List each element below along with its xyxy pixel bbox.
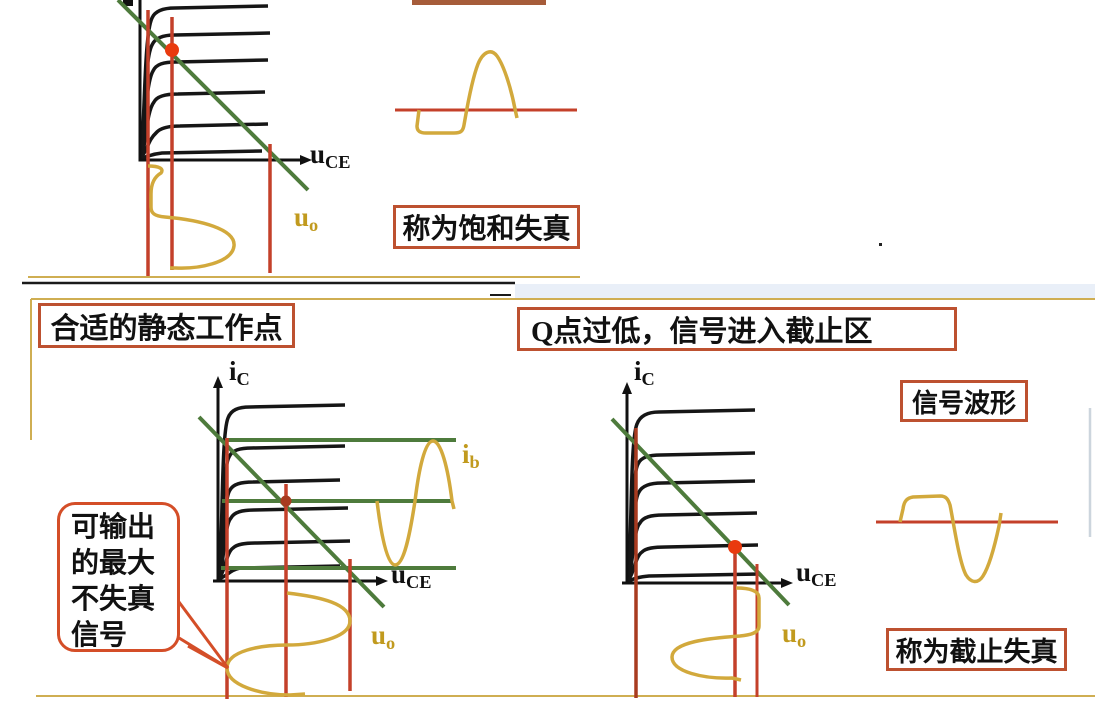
br-load-line [610,417,791,607]
top-uce-axis-label: uCE [310,139,351,173]
bottom-right-title-box: Q点过低，信号进入截止区 [517,307,957,351]
x-axis-arrow [781,578,793,588]
bottom-left-diagram [165,376,456,699]
saturation-distortion-label: 称为饱和失真 [402,214,571,245]
br-uce-axis-label: uCE [796,557,837,591]
bottom-right-diagram [610,382,793,698]
bl-ic-axis-label: iC [229,356,250,390]
y-axis-arrow [213,376,223,388]
callout-line: 可输出 [71,512,156,543]
x-axis-arrow [376,576,388,586]
br-ic-axis-label: iC [634,356,655,390]
br-output-waveform [670,586,761,682]
saturation-waveform-inset [395,50,577,135]
cutoff-distortion-box: 称为截止失真 [886,628,1067,671]
bl-output-waveform [225,591,352,697]
saturation-distortion-box: 称为饱和失真 [393,205,580,249]
bl-q-point [280,495,292,507]
cropped-text-box-edge [412,0,546,5]
top-q-point [165,43,179,57]
callout-line: 的最大 [71,548,156,579]
br-swing-lines [634,428,759,698]
max-undistorted-signal-callout: 可输出 的最大 不失真 信号 [57,502,180,652]
callout-line: 信号 [71,620,128,651]
cutoff-distortion-label: 称为截止失真 [895,637,1058,667]
bl-uce-axis-label: uCE [391,559,432,593]
br-characteristic-curves [626,408,761,583]
top-diagram [116,0,312,276]
br-uo-label: uo [782,618,807,652]
bl-base-current-sine [375,439,456,567]
clipped-bottom-sine [415,50,519,135]
bottom-left-title-box: 合适的静态工作点 [38,303,295,348]
bl-load-line [197,415,386,609]
y-axis-arrow [622,382,632,394]
top-output-waveform [147,164,236,270]
cropped-axis-mark [123,0,133,6]
stray-dot [879,243,882,246]
panel-dividers [22,276,1095,697]
bottom-left-title: 合适的静态工作点 [50,312,283,345]
signal-waveform-label: 信号波形 [911,388,1016,418]
cutoff-waveform-inset [876,494,1058,584]
clipped-top-sine [898,494,1003,584]
bl-ib-label: ib [462,439,480,473]
top-characteristic-curves [139,4,271,160]
top-axes [123,0,312,165]
top-uo-label: uo [294,202,319,236]
top-swing-lines [146,10,272,276]
bl-uo-label: uo [371,620,396,654]
bottom-right-title: Q点过低，信号进入截止区 [531,316,873,348]
blue-strip [515,284,1095,299]
x-axis-arrow [300,155,312,165]
signal-waveform-box: 信号波形 [900,380,1028,422]
br-q-point [728,540,742,554]
callout-line: 不失真 [71,584,156,615]
